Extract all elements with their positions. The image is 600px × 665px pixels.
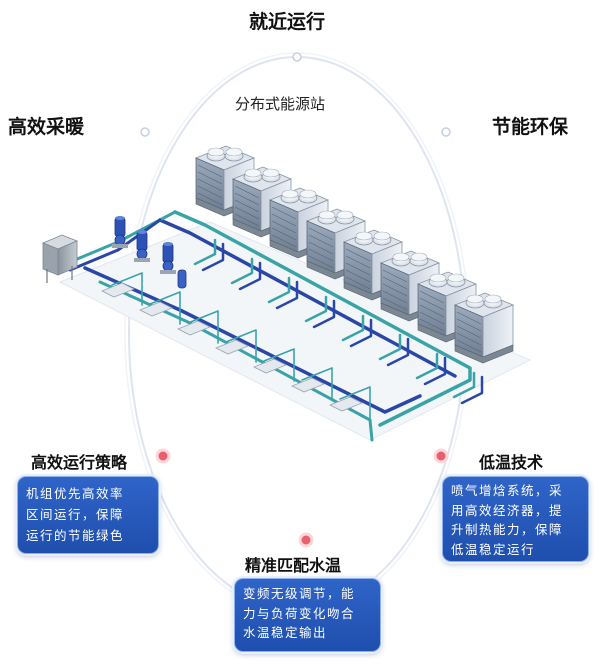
- piping-network: [68, 210, 484, 442]
- strategy-line-2: 区间运行，保障: [26, 507, 125, 522]
- low-temp-line-3: 升制热能力，保障: [451, 522, 564, 537]
- strategy-box: 机组优先高效率 区间运行，保障 运行的节能绿色: [17, 476, 159, 554]
- heat-pump-array: [194, 145, 515, 364]
- pipe-drop-teal: [225, 329, 257, 363]
- pipe-blue-inlet: [68, 248, 120, 272]
- pipe-branch-teal: [267, 276, 291, 304]
- ring-node-top-left: [140, 127, 150, 137]
- water-pump-icon: [160, 242, 176, 274]
- strategy-line-3: 运行的节能绿色: [26, 528, 125, 543]
- pipe-drop-teal: [301, 367, 333, 401]
- pipe-teal-inlet: [68, 240, 120, 264]
- water-pump-icon: [112, 216, 128, 248]
- pipe-branch-blue: [312, 299, 336, 329]
- ring-node-top-right: [441, 127, 451, 137]
- pipe-branch-blue: [460, 375, 484, 405]
- valve-manifold-icon: [139, 301, 173, 317]
- pipe-teal-header: [173, 210, 472, 427]
- pipe-branch-teal: [415, 352, 439, 380]
- pipe-drop-teal: [149, 291, 181, 325]
- pipe-branch-teal: [452, 371, 476, 399]
- pipe-branch-blue: [423, 356, 447, 386]
- valve-manifold-icon: [253, 358, 287, 374]
- pipe-branch-blue: [275, 280, 299, 310]
- pipe-drop-teal: [263, 348, 295, 382]
- pipe-drop-teal: [187, 310, 219, 344]
- pipe-teal-out: [368, 418, 374, 442]
- water-pump-icon: [134, 230, 150, 262]
- water-temp-line-1: 变频无级调节，能: [243, 586, 356, 601]
- water-temp-line-2: 力与负荷变化吻合: [243, 605, 356, 621]
- pipe-blue-header: [158, 218, 457, 378]
- valve-manifold-icon: [177, 320, 211, 336]
- pipe-branch-blue: [349, 318, 373, 348]
- low-temp-title: 低温技术: [479, 453, 544, 472]
- low-temp-box: 喷气增焓系统，采 用高效经济器，提 升制热能力，保障 低温稳定运行: [442, 476, 589, 562]
- pipe-drop-teal: [111, 272, 143, 306]
- pipe-branch-teal: [378, 333, 402, 361]
- pipe-branch-teal: [304, 295, 328, 323]
- pipe-branch-teal: [230, 257, 254, 285]
- valve-manifold-icon: [329, 396, 363, 412]
- top-title: 就近运行: [249, 11, 326, 33]
- ring-node-top: [292, 52, 302, 62]
- right-top-title: 节能环保: [492, 116, 569, 138]
- pipe-branch-teal: [341, 314, 365, 342]
- low-temp-line-4: 低温稳定运行: [451, 541, 536, 557]
- water-temp-title: 精准匹配水温: [245, 556, 342, 575]
- water-temp-line-3: 水温稳定输出: [243, 625, 328, 640]
- center-label: 分布式能源站: [235, 95, 326, 113]
- pipe-branch-blue: [201, 242, 225, 272]
- pipe-teal-rise: [116, 210, 177, 244]
- low-temp-line-1: 喷气增焓系统，采: [451, 483, 564, 498]
- valve-manifold-icon: [291, 377, 325, 393]
- pipe-branch-blue: [238, 261, 262, 291]
- pump-group: [112, 216, 187, 289]
- pipe-branch-blue: [386, 337, 410, 367]
- strategy-title: 高效运行策略: [31, 453, 128, 472]
- left-top-title: 高效采暖: [8, 116, 85, 138]
- ring-node-red-right: [433, 448, 449, 464]
- heat-pump-unit-icon: [453, 292, 515, 364]
- pipe-branch-teal: [193, 238, 217, 266]
- water-temp-box: 变频无级调节，能 力与负荷变化吻合 水温稳定输出: [234, 578, 381, 652]
- heat-pump-unit-icon: [194, 145, 256, 217]
- valve-manifold-icon: [101, 282, 135, 298]
- ring-node-red-left: [155, 448, 171, 464]
- low-temp-line-2: 用高效经济器，提: [451, 502, 564, 518]
- pipe-drop-teal: [339, 386, 371, 420]
- strategy-line-1: 机组优先高效率: [26, 486, 125, 501]
- expansion-tank-icon: [177, 269, 187, 289]
- storage-tank-icon: [41, 234, 79, 283]
- ring-node-red-bottom: [298, 532, 314, 548]
- valve-manifold-icon: [215, 339, 249, 355]
